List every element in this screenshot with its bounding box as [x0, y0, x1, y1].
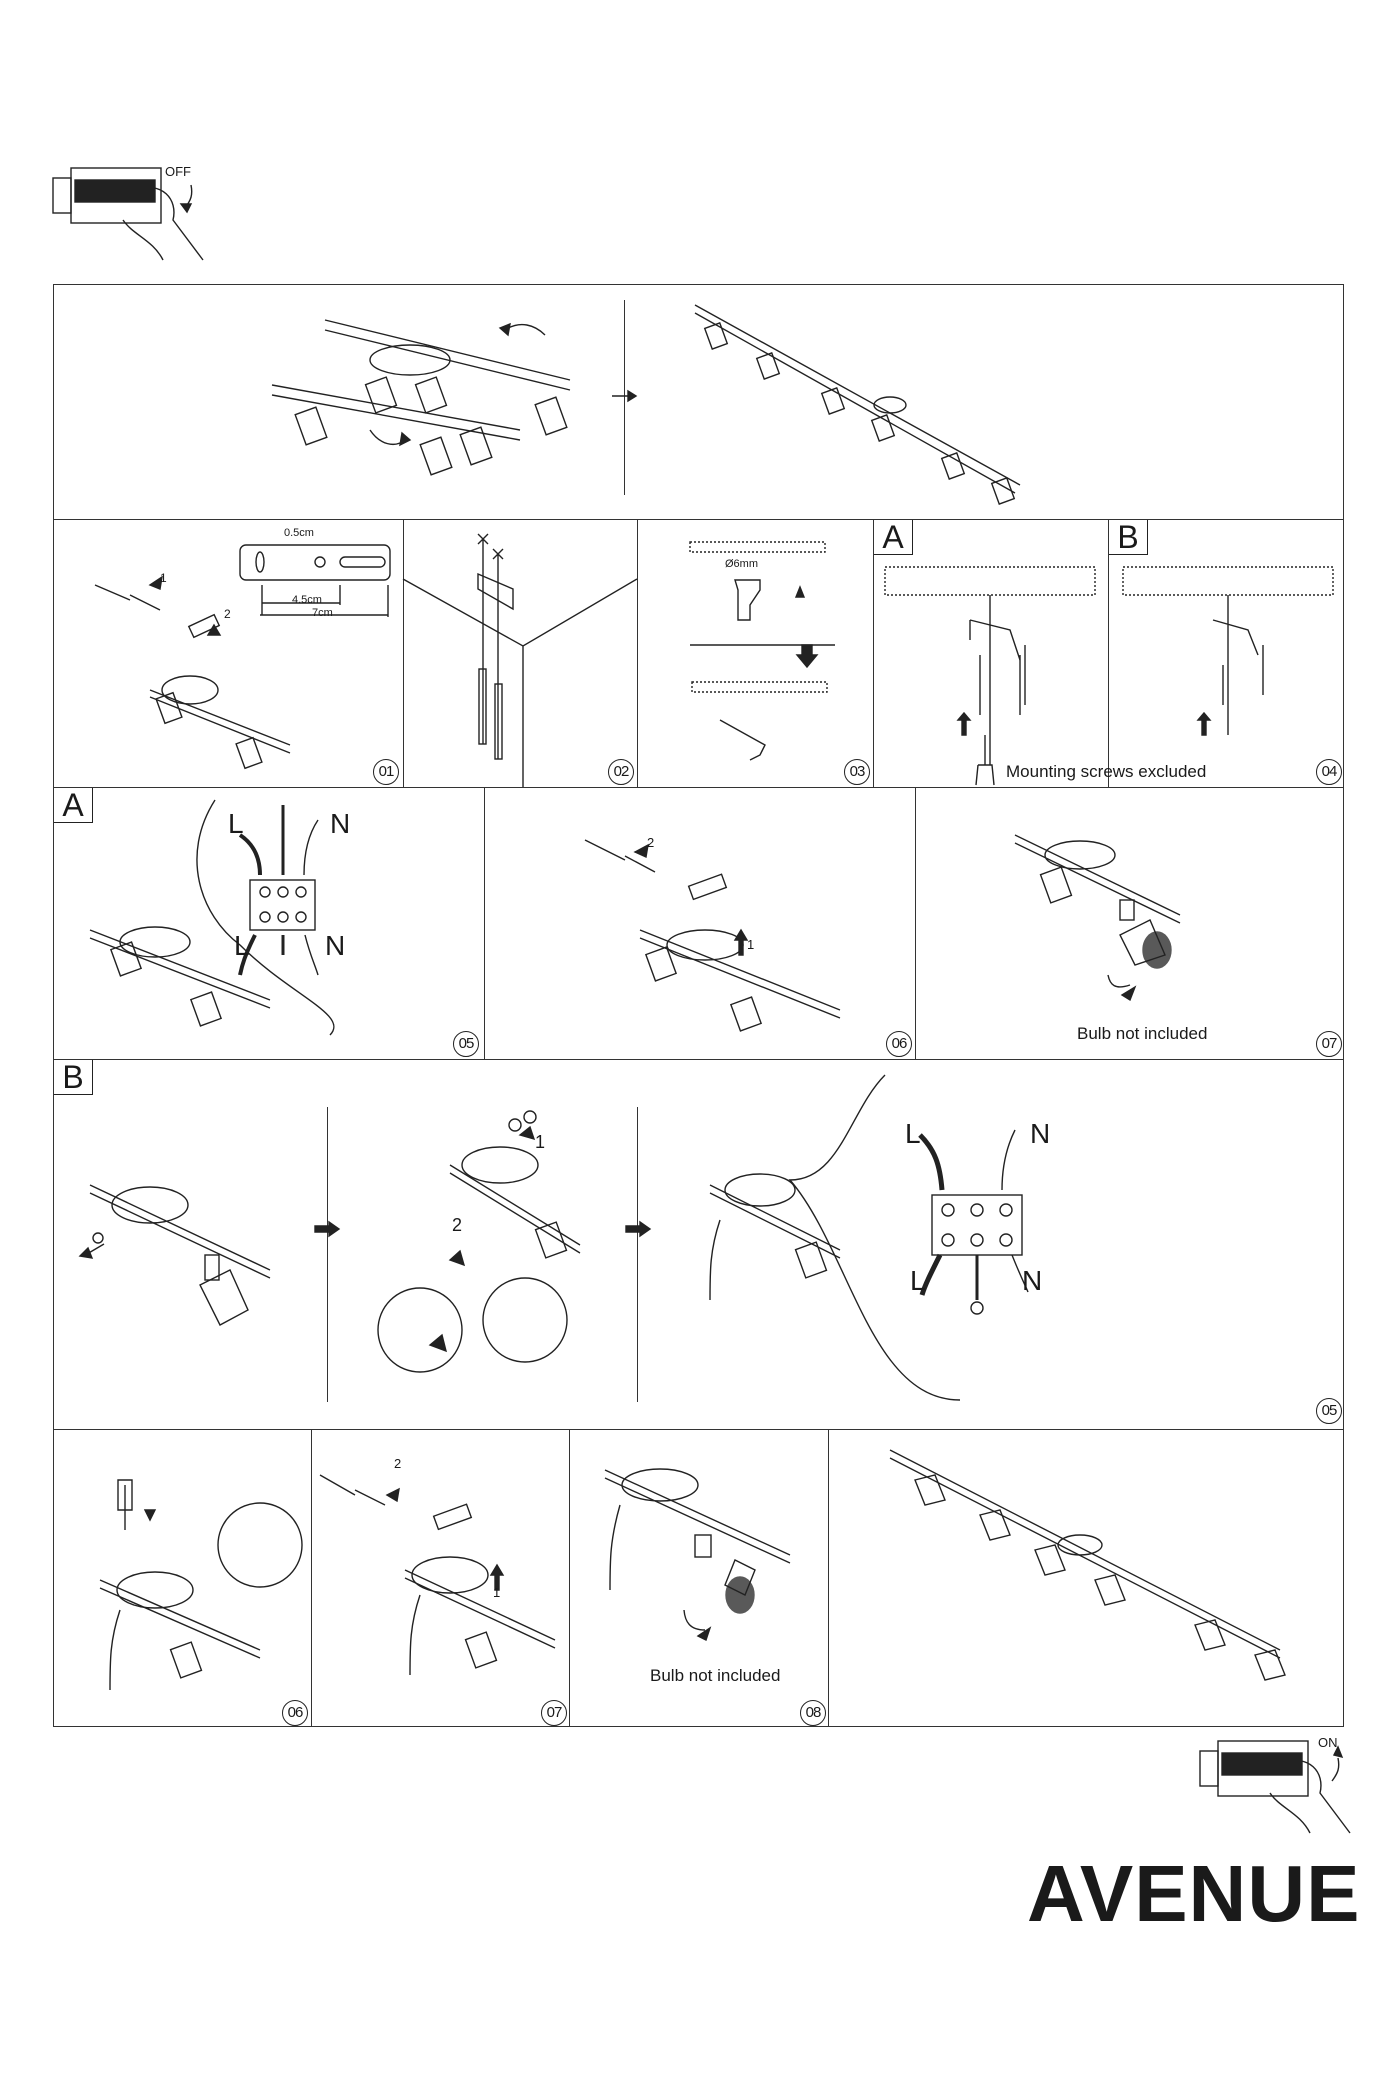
step-number-07: 07	[541, 1700, 567, 1726]
folded-fixture-illustration	[271, 319, 571, 476]
divider	[915, 787, 916, 1059]
arrow-2-label: 2	[452, 1215, 463, 1235]
step07a-illustration	[1014, 834, 1181, 1002]
arrow-1-label: 1	[493, 1585, 501, 1600]
divider	[873, 519, 874, 787]
wiring-b-illustration	[709, 1074, 1029, 1401]
step-number-06: 06	[886, 1031, 912, 1057]
arrow-1-label: 1	[535, 1132, 546, 1152]
arrow-2-label: 2	[224, 607, 231, 621]
dim-hole-label: 0.5cm	[284, 527, 314, 539]
step-number-03: 03	[844, 759, 870, 785]
instruction-frame	[53, 284, 1344, 1727]
step01-illustration	[94, 544, 391, 770]
divider	[569, 1429, 570, 1727]
step06b-illustration	[99, 1479, 303, 1691]
divider	[624, 300, 625, 495]
dim-b-label: 7cm	[312, 607, 333, 619]
step03-illustration	[689, 541, 835, 761]
breaker-hand-icon	[52, 167, 204, 261]
bulb-note: Bulb not included	[650, 1666, 781, 1685]
arrow-right-icon	[625, 1220, 652, 1238]
step04b-illustration	[1122, 566, 1334, 736]
step-number-07: 07	[1316, 1031, 1342, 1057]
step-b2-illustration	[377, 1110, 581, 1373]
breaker-hand-icon	[1199, 1740, 1351, 1834]
step-number-05: 05	[1316, 1398, 1342, 1424]
divider	[53, 519, 1344, 520]
divider	[327, 1107, 328, 1402]
wiring-a-illustration	[89, 799, 335, 1036]
live-label-top: L	[228, 808, 244, 839]
neutral-label-top: N	[1030, 1118, 1051, 1149]
step-number-04: 04	[1316, 759, 1342, 785]
mounting-note: Mounting screws excluded	[1006, 762, 1207, 781]
section-b-label: B	[54, 1060, 93, 1095]
step-number-02: 02	[608, 759, 634, 785]
variant-b-label: B	[1109, 520, 1148, 555]
neutral-label-bottom: N	[325, 930, 346, 961]
step-number-01: 01	[373, 759, 399, 785]
drill-size-label: Ø6mm	[725, 558, 758, 570]
divider	[53, 1059, 1344, 1060]
arrow-right-icon	[314, 1220, 341, 1238]
live-label-bottom: L	[910, 1265, 926, 1296]
step08b-illustration	[604, 1468, 791, 1641]
step-number-05: 05	[453, 1031, 479, 1057]
divider	[53, 787, 1344, 788]
neutral-label-top: N	[330, 808, 351, 839]
step07b-illustration	[319, 1474, 556, 1676]
on-label: ON	[1318, 1735, 1338, 1750]
brand-logo: AVENUE	[1027, 1849, 1361, 1938]
step-number-08: 08	[800, 1700, 826, 1726]
arrow-right-icon	[612, 389, 638, 403]
divider	[828, 1429, 829, 1727]
arrow-1-label: 1	[747, 937, 755, 952]
step-number-06: 06	[282, 1700, 308, 1726]
divider	[484, 787, 485, 1059]
step-b1-illustration	[78, 1184, 271, 1326]
live-label-bottom: L	[234, 930, 250, 961]
divider	[311, 1429, 312, 1727]
neutral-label-bottom: N	[1022, 1265, 1043, 1296]
arrow-2-label: 2	[647, 835, 655, 850]
step06a-illustration	[584, 839, 841, 1032]
live-label-top: L	[905, 1118, 921, 1149]
step04a-illustration	[884, 566, 1096, 786]
arrow-2-label: 2	[394, 1456, 402, 1471]
extended-fixture-illustration	[694, 304, 1021, 505]
arrow-1-label: 1	[160, 571, 167, 585]
divider	[1108, 519, 1109, 787]
section-a-label: A	[54, 788, 93, 823]
step02-illustration	[402, 533, 638, 787]
assembled-fixture-illustration	[889, 1449, 1286, 1681]
off-label: OFF	[165, 164, 191, 179]
divider	[637, 519, 638, 787]
divider	[637, 1107, 638, 1402]
divider	[53, 1429, 1344, 1430]
variant-a-label: A	[874, 520, 913, 555]
divider	[403, 519, 404, 787]
dim-a-label: 4.5cm	[292, 594, 322, 606]
bulb-note: Bulb not included	[1077, 1024, 1208, 1043]
